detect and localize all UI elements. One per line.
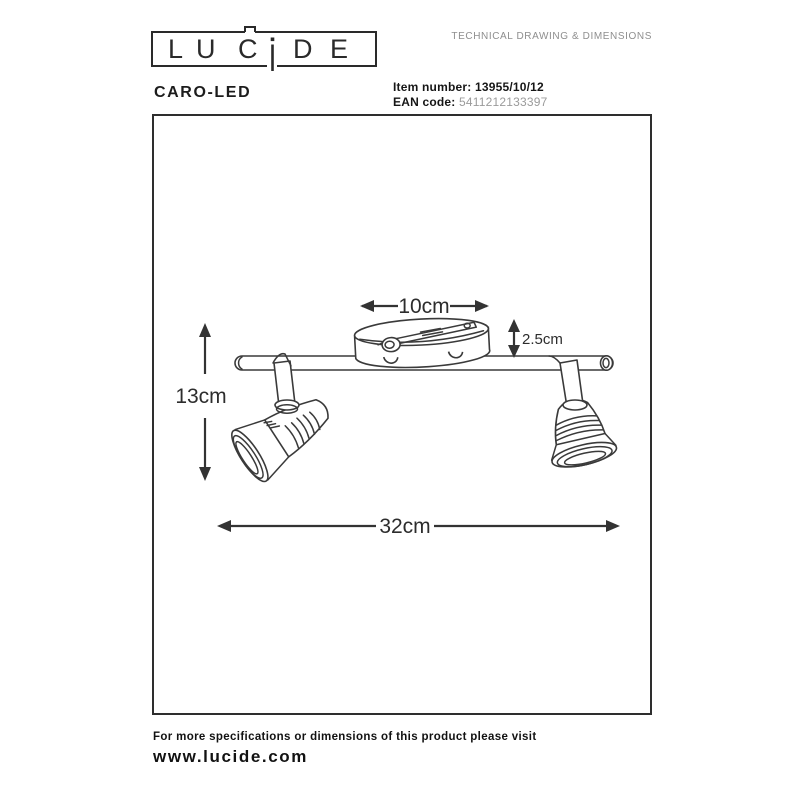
dim-canopy-width-label: 10cm <box>398 295 449 318</box>
arrowhead-up-icon <box>508 319 520 332</box>
logo-letter: E <box>330 34 348 64</box>
item-number-value: 13955/10/12 <box>474 80 544 94</box>
logo-letter: U <box>196 34 216 64</box>
arrowhead-left-icon <box>217 520 231 532</box>
ean-label: EAN code: <box>393 95 456 109</box>
right-spotlight <box>548 355 618 468</box>
arrowhead-right-icon <box>475 300 489 312</box>
arrowhead-down-icon <box>508 345 520 358</box>
item-number-label: Item number: <box>393 80 472 94</box>
dim-canopy-width: 10cm <box>360 295 489 318</box>
left-spotlight <box>231 352 329 483</box>
dim-canopy-height-label: 2.5cm <box>522 331 563 348</box>
canopy-foot <box>447 351 464 359</box>
lucide-logo-graphic: L U C D E <box>151 26 377 71</box>
dim-fixture-width-label: 32cm <box>379 515 430 538</box>
logo-letter-i-glyph <box>270 37 275 71</box>
lucide-logo: L U C D E <box>150 20 378 76</box>
dim-fixture-height: 13cm <box>175 323 227 481</box>
dim-fixture-height-label: 13cm <box>175 385 226 408</box>
ean-value: 5411212133397 <box>459 95 548 109</box>
right-spot-joint <box>562 399 588 411</box>
mounting-bracket <box>391 321 478 346</box>
arrowhead-left-icon <box>360 300 374 312</box>
logo-letter: C <box>238 34 258 64</box>
footer: For more specifications or dimensions of… <box>153 731 537 767</box>
product-name: CARO-LED <box>154 84 252 101</box>
document-type-label: TECHNICAL DRAWING & DIMENSIONS <box>451 31 652 42</box>
canopy-screw <box>377 336 401 353</box>
dim-fixture-width: 32cm <box>217 515 620 538</box>
product-meta: Item number: 13955/10/12 EAN code: 54112… <box>393 80 548 110</box>
logo-letter: L <box>168 34 183 64</box>
technical-drawing-panel: 10cm 2.5cm 13cm <box>152 114 652 715</box>
arrowhead-down-icon <box>199 467 211 481</box>
logo-letter: D <box>293 34 313 64</box>
fixture-drawing: 10cm 2.5cm 13cm <box>175 295 620 538</box>
item-number-row: Item number: 13955/10/12 <box>393 80 548 95</box>
arrowhead-right-icon <box>606 520 620 532</box>
logo-frame <box>151 26 377 67</box>
ean-row: EAN code: 5411212133397 <box>393 95 548 110</box>
arrowhead-up-icon <box>199 323 211 337</box>
footer-note: For more specifications or dimensions of… <box>153 731 537 743</box>
dim-canopy-height: 2.5cm <box>508 319 563 358</box>
canopy-foot <box>382 356 399 364</box>
ceiling-canopy <box>353 317 491 369</box>
footer-website: www.lucide.com <box>153 747 308 766</box>
